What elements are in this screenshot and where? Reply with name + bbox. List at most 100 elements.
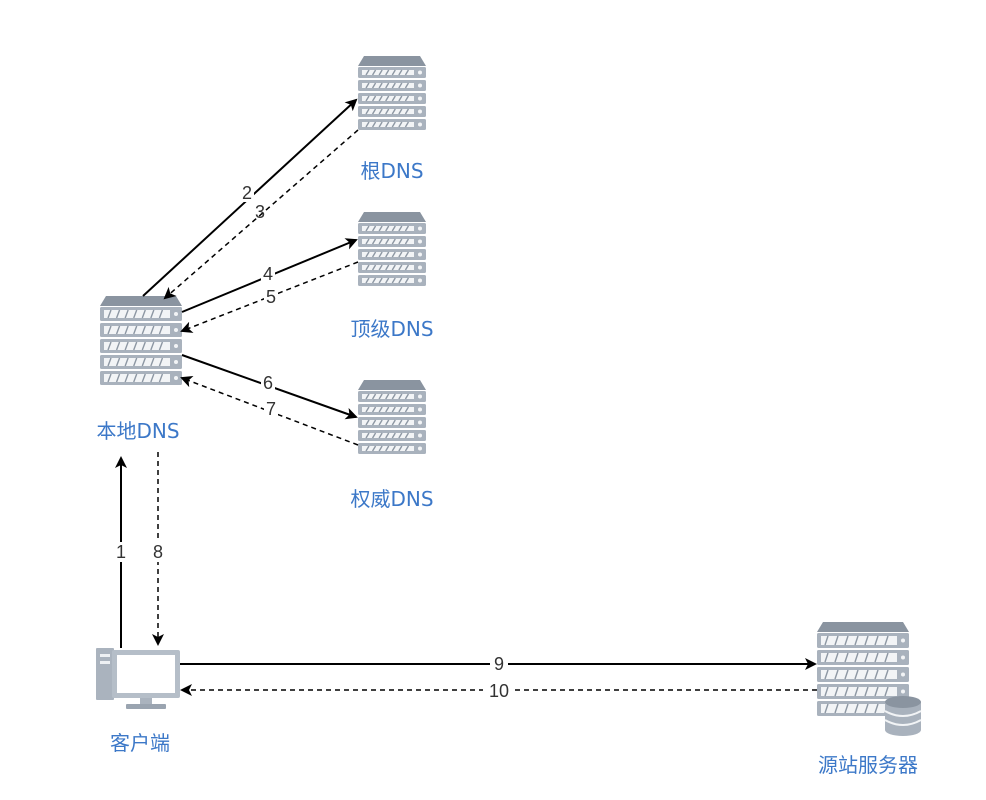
server-hatch xyxy=(107,325,112,335)
server-hatch xyxy=(115,357,121,367)
server-hatch xyxy=(107,357,112,367)
server-hatch xyxy=(391,393,396,400)
server-bay xyxy=(104,310,170,318)
server-hatch xyxy=(365,69,370,76)
server-hatch xyxy=(385,264,390,271)
server-hatch xyxy=(378,95,383,102)
server-hatch xyxy=(398,225,403,232)
server-hatch xyxy=(404,225,410,232)
server-led xyxy=(418,239,422,244)
db-band xyxy=(884,710,922,717)
server-hatch xyxy=(371,69,377,76)
edge-3-line xyxy=(163,129,359,300)
client-label: 客户端 xyxy=(110,731,170,755)
server-hatch xyxy=(391,406,396,413)
server-hatch xyxy=(385,393,390,400)
server-hatch xyxy=(884,669,889,680)
server-hatch xyxy=(874,669,879,680)
server-hatch xyxy=(371,406,377,413)
server-led xyxy=(174,376,178,380)
server-hatch xyxy=(398,95,403,102)
server-top-cap xyxy=(100,296,182,306)
server-hatch xyxy=(141,357,146,367)
server-hatch xyxy=(854,635,859,646)
server-hatch xyxy=(385,277,390,284)
server-hatch xyxy=(385,419,390,426)
server-hatch xyxy=(391,69,396,76)
server-hatch xyxy=(391,277,396,284)
root-dns-server-icon xyxy=(358,56,426,130)
server-hatch xyxy=(834,635,839,646)
server-hatch xyxy=(404,69,410,76)
server-hatch xyxy=(124,309,129,319)
server-led xyxy=(901,689,905,694)
server-hatch xyxy=(824,703,829,714)
server-hatch xyxy=(378,445,383,452)
server-hatch xyxy=(398,82,403,89)
server-bay xyxy=(821,704,897,713)
server-hatch xyxy=(824,635,829,646)
server-hatch xyxy=(378,225,383,232)
server-hatch xyxy=(391,264,396,271)
server-hatch xyxy=(365,277,370,284)
server-led xyxy=(174,344,178,348)
server-led xyxy=(418,252,422,257)
server-hatch xyxy=(884,635,889,646)
root-dns-label: 根DNS xyxy=(360,159,423,183)
auth-dns-label: 权威DNS xyxy=(350,487,433,511)
server-hatch xyxy=(404,419,410,426)
database-icon xyxy=(884,696,922,736)
server-hatch xyxy=(385,95,390,102)
local-dns-server-icon xyxy=(100,296,182,385)
server-hatch xyxy=(844,635,849,646)
server-hatch xyxy=(864,686,869,697)
server-led xyxy=(174,360,178,364)
server-hatch xyxy=(371,393,377,400)
server-bay xyxy=(821,687,897,696)
server-hatch xyxy=(378,406,383,413)
server-hatch xyxy=(150,357,155,367)
step-label-2: 2 xyxy=(242,183,252,203)
server-led xyxy=(418,109,422,114)
server-led xyxy=(418,278,422,283)
server-hatch xyxy=(398,406,403,413)
server-hatch xyxy=(365,264,370,271)
server-hatch xyxy=(107,309,112,319)
server-hatch xyxy=(115,325,121,335)
server-bay xyxy=(104,374,170,382)
server-hatch xyxy=(133,325,138,335)
step-label-6: 6 xyxy=(263,373,273,393)
server-hatch xyxy=(391,445,396,452)
server-bay xyxy=(821,653,897,662)
server-hatch xyxy=(864,669,869,680)
server-hatch xyxy=(391,432,396,439)
server-hatch xyxy=(150,309,155,319)
server-hatch xyxy=(124,341,129,351)
server-hatch xyxy=(378,277,383,284)
server-hatch xyxy=(398,69,403,76)
server-hatch xyxy=(365,251,370,258)
local-dns-label: 本地DNS xyxy=(96,419,179,443)
server-hatch xyxy=(824,652,829,663)
server-hatch xyxy=(864,635,869,646)
server-hatch xyxy=(378,393,383,400)
server-hatch xyxy=(365,406,370,413)
step-label-5: 5 xyxy=(266,287,276,307)
step-label-8: 8 xyxy=(153,542,163,562)
server-hatch xyxy=(141,341,146,351)
server-bay xyxy=(104,342,170,350)
server-hatch xyxy=(371,238,377,245)
server-top-cap xyxy=(817,622,909,632)
server-led xyxy=(418,83,422,88)
server-hatch xyxy=(150,325,155,335)
db-bottom xyxy=(885,724,921,736)
server-hatch xyxy=(371,82,377,89)
server-hatch xyxy=(404,406,410,413)
server-hatch xyxy=(398,251,403,258)
server-hatch xyxy=(371,277,377,284)
server-hatch xyxy=(398,108,403,115)
server-hatch xyxy=(854,652,859,663)
server-hatch xyxy=(864,652,869,663)
server-hatch xyxy=(398,238,403,245)
server-top-cap xyxy=(358,380,426,390)
